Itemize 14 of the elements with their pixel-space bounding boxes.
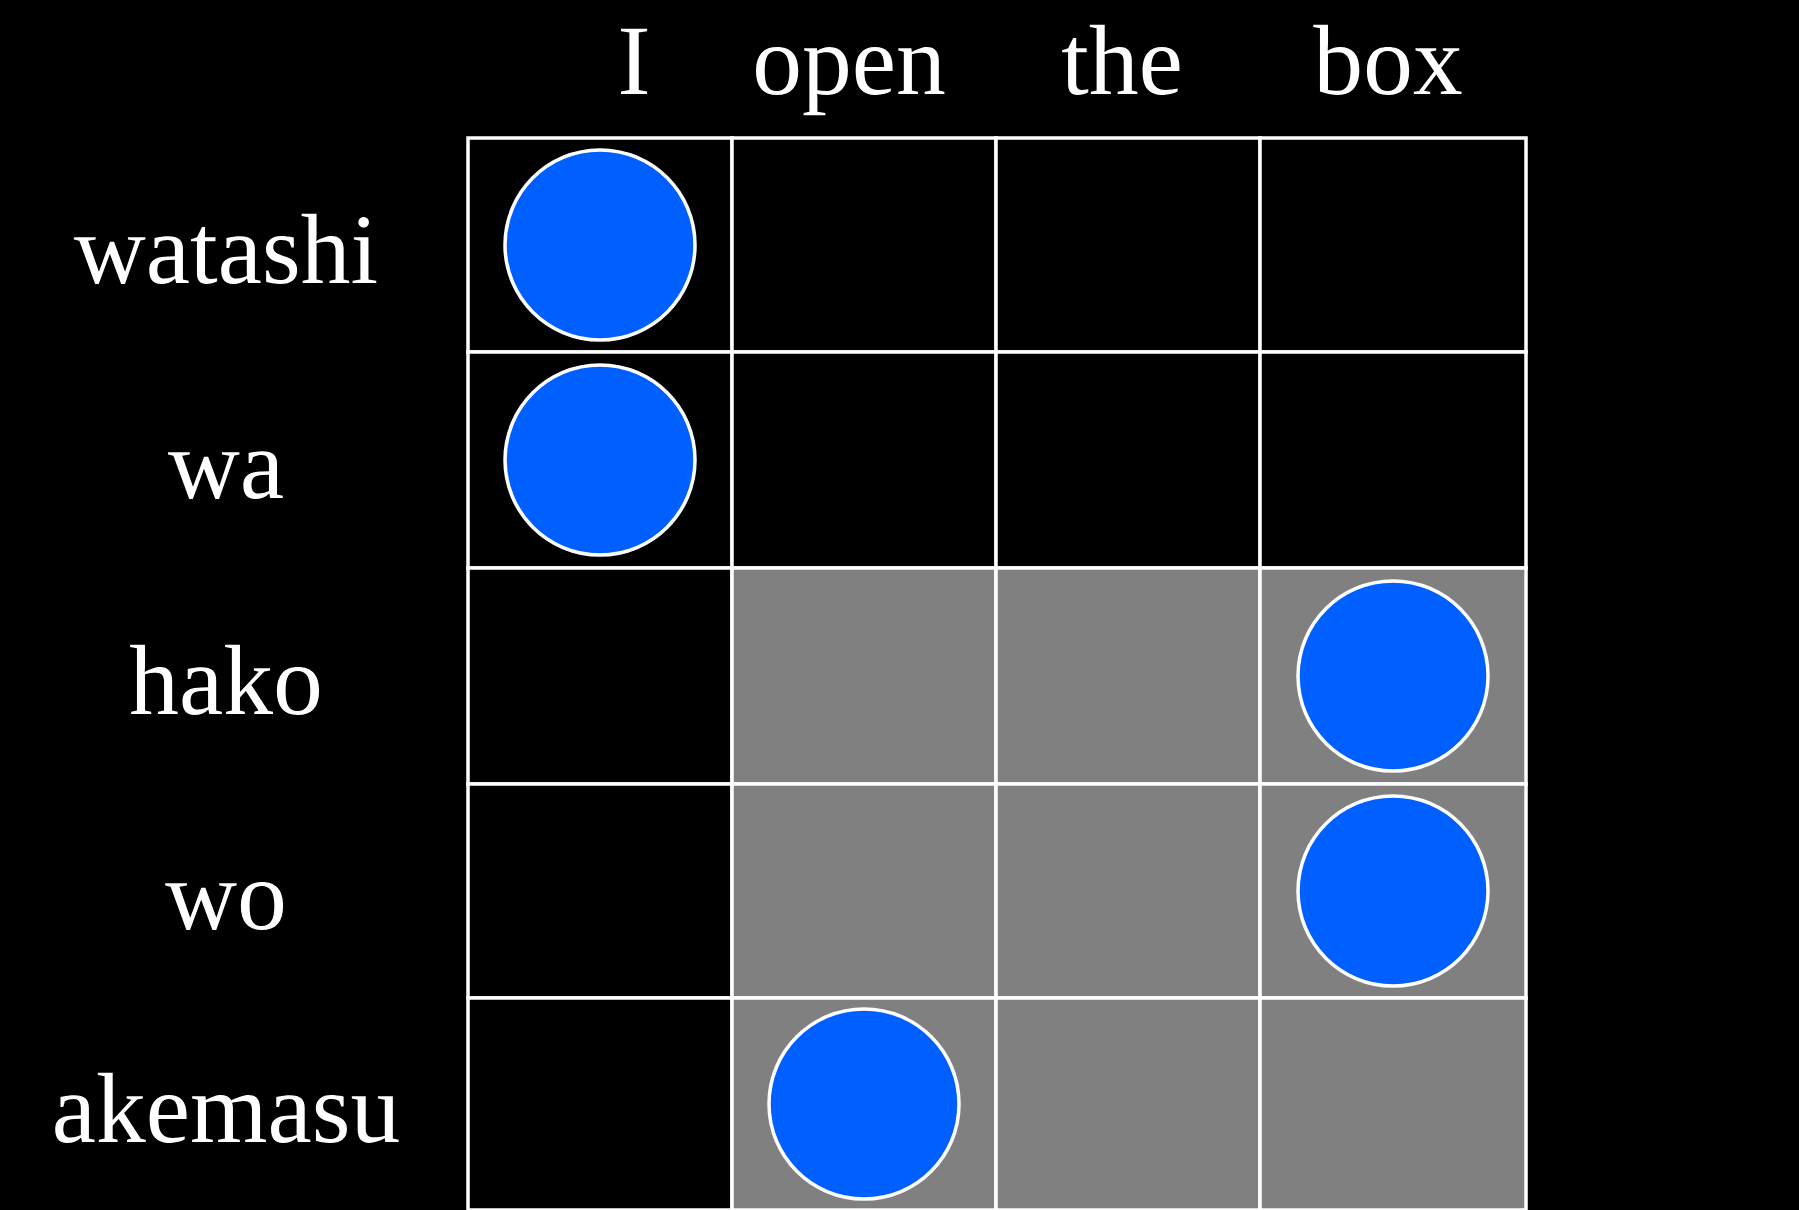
column-header: open <box>756 47 945 116</box>
row-label: hako <box>130 644 320 715</box>
alignment-dot <box>767 1007 961 1201</box>
column-header: I <box>621 28 648 94</box>
alignment-dot <box>503 148 697 342</box>
column-header: the <box>1062 24 1180 95</box>
alignment-dot <box>1296 579 1490 773</box>
row-label: watashi <box>73 213 377 284</box>
row-label: wo <box>165 882 284 930</box>
alignment-dot <box>1296 794 1490 988</box>
row-label: wa <box>168 451 283 499</box>
column-header: box <box>1313 24 1462 95</box>
alignment-dot <box>503 363 697 557</box>
row-label: akemasu <box>55 1072 399 1143</box>
